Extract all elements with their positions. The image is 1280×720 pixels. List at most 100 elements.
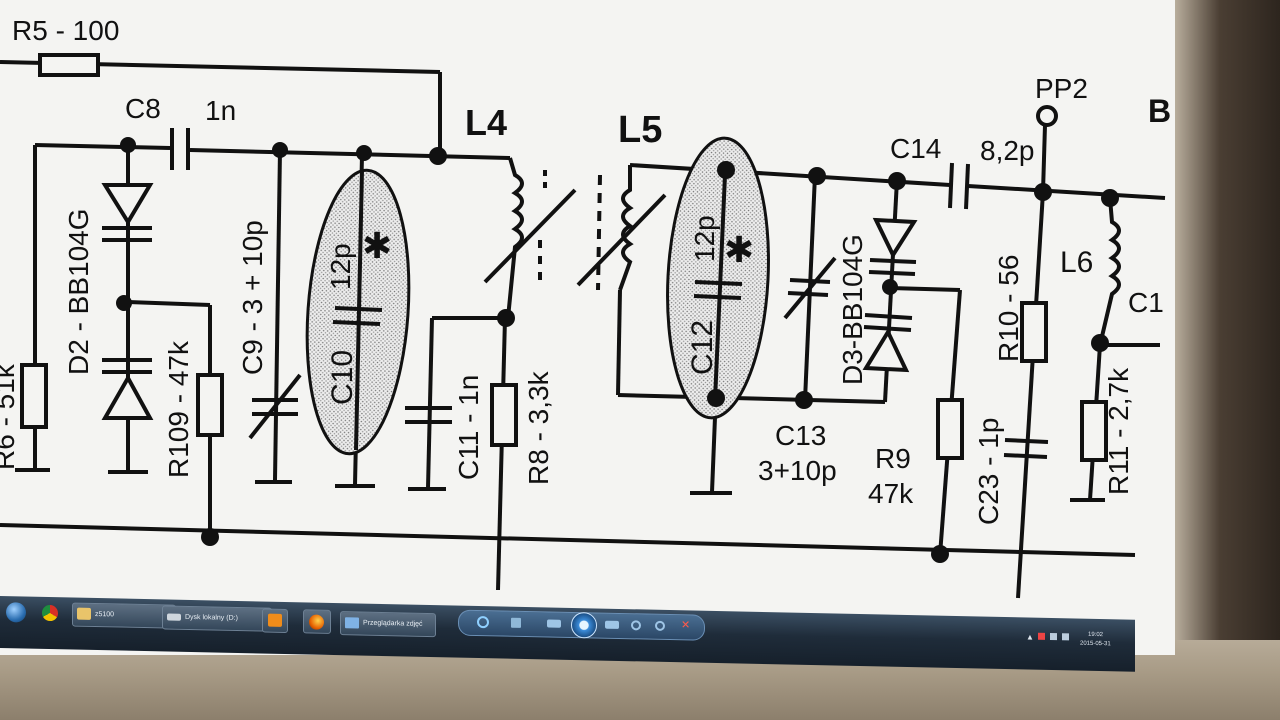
taskbar-button-firefox[interactable]: [303, 609, 331, 634]
wire-r8: [496, 317, 507, 591]
wire-c9: [273, 149, 282, 481]
wire-r9-h: [889, 286, 961, 292]
label-r10: R10 - 56: [993, 255, 1024, 362]
prev-icon[interactable]: [547, 619, 561, 628]
junction: [272, 142, 288, 158]
next-icon[interactable]: [605, 620, 619, 629]
label-d3: D3-BB104G: [837, 234, 868, 385]
label-r8: R8 - 3,3k: [523, 370, 554, 485]
rotate-right-icon[interactable]: [655, 620, 665, 631]
folder-icon: [77, 607, 91, 620]
diode-d2-bot: [101, 373, 154, 420]
junction: [429, 147, 447, 165]
firefox-icon: [309, 614, 324, 630]
capacitor-c23-b: [1003, 453, 1048, 459]
taskbar-button-folder[interactable]: z5100: [72, 602, 176, 629]
resistor-r109: [196, 373, 224, 437]
zoom-icon[interactable]: [477, 615, 489, 629]
taskbar-button-label: Dysk lokalny (D:): [185, 613, 238, 622]
taskbar-button-label: z5100: [95, 610, 115, 619]
tray-date[interactable]: 2015-05-31: [1080, 640, 1111, 648]
junction: [120, 137, 136, 153]
slideshow-icon[interactable]: [571, 611, 597, 639]
junction: [795, 391, 813, 409]
tuning-l4-arrow: [483, 188, 577, 284]
diode-d3-top: [872, 217, 918, 260]
start-orb-icon[interactable]: [6, 602, 26, 623]
junction: [888, 172, 906, 190]
label-r5: R5 - 100: [12, 15, 119, 46]
resistor-r9: [936, 398, 964, 460]
label-r109: R109 - 47k: [163, 340, 194, 478]
junction: [1091, 334, 1109, 352]
fit-icon[interactable]: [511, 617, 521, 628]
label-c9: C9 - 3 + 10p: [237, 220, 268, 375]
flag-icon[interactable]: [1038, 632, 1045, 640]
diode-d2-top: [101, 183, 154, 226]
media-player-icon: [268, 613, 282, 627]
capacitor-c12-b: [693, 294, 742, 300]
junction: [116, 295, 132, 311]
label-c8: C8: [125, 93, 161, 124]
label-c12: C12: [686, 320, 719, 375]
wire-pp2: [1041, 124, 1047, 193]
wire-r109-h: [127, 300, 211, 307]
junction: [1101, 189, 1119, 207]
photo-viewer-controls: ✕: [458, 609, 705, 641]
tray-time[interactable]: 19:02: [1088, 631, 1104, 639]
resistor-r8: [490, 383, 518, 447]
diode-d3-bar3: [864, 313, 913, 320]
tuning-l5-arrow: [576, 193, 667, 287]
taskbar-button-photo-viewer[interactable]: Przeglądarka zdjęć: [340, 611, 436, 638]
diode-d3-bar2: [868, 270, 916, 276]
label-c11: C11 - 1n: [453, 375, 484, 480]
label-c14-value: 8,2p: [980, 135, 1035, 166]
label-c12-value: 12p: [689, 215, 720, 262]
taskbar-button-media[interactable]: [262, 608, 288, 634]
highlight-c12: [666, 136, 770, 420]
delete-icon[interactable]: ✕: [681, 619, 691, 632]
label-r6: R6 - 51k: [0, 363, 20, 470]
label-c13: C13: [775, 420, 826, 451]
capacitor-c13-a: [789, 278, 831, 284]
system-tray: ▲ 19:02 2015-05-31: [1022, 629, 1132, 655]
resistor-r6: [20, 363, 48, 429]
coil-l5: [618, 165, 634, 291]
junction: [1034, 183, 1052, 201]
label-c10-value: 12p: [325, 243, 356, 290]
resistor-r5: [38, 53, 100, 77]
test-point-pp2: [1036, 105, 1058, 127]
wire-c10-inner: [354, 169, 364, 451]
volume-icon[interactable]: [1062, 633, 1069, 641]
label-pp2: PP2: [1035, 73, 1088, 104]
capacitor-c13-b: [787, 291, 829, 297]
coil-l6: [1098, 197, 1121, 346]
coil-l4: [506, 157, 524, 319]
label-star-c10: ✱: [362, 225, 392, 266]
wire-r10: [1016, 191, 1045, 599]
label-c14: C14: [890, 133, 941, 164]
label-star-c12: ✱: [724, 229, 754, 270]
capacitor-c23-a: [1004, 438, 1049, 444]
network-icon[interactable]: [1050, 632, 1057, 641]
capacitor-c14-a: [948, 162, 954, 209]
junction: [497, 309, 515, 327]
photo-viewer-icon: [345, 617, 359, 629]
taskbar-button-drive[interactable]: Dysk lokalny (D:): [162, 605, 272, 632]
label-r9: R9: [875, 443, 911, 474]
rotate-left-icon[interactable]: [631, 620, 641, 631]
wire-l5-left: [616, 289, 622, 396]
diode-d3-bar4: [863, 325, 912, 332]
junction: [882, 279, 898, 295]
trimmer-c9-arrow: [248, 373, 302, 440]
junction: [707, 389, 725, 407]
chrome-icon[interactable]: [42, 604, 58, 622]
wire-c11-v: [426, 317, 434, 489]
taskbar-button-label: Przeglądarka zdjęć: [363, 619, 423, 628]
tray-arrow-icon[interactable]: ▲: [1026, 632, 1034, 642]
junction: [717, 161, 735, 179]
label-r9-value: 47k: [868, 478, 914, 509]
core-l5: [596, 174, 602, 291]
label-r11: R11 - 2,7k: [1103, 367, 1134, 495]
junction: [808, 167, 826, 185]
